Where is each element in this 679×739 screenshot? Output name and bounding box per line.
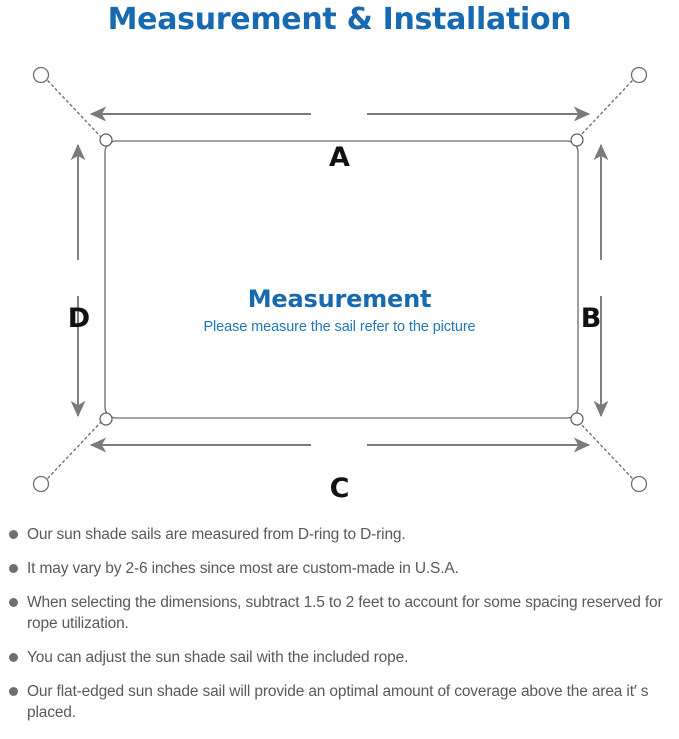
dimension-label-c: C [329,473,350,504]
list-item: You can adjust the sun shade sail with t… [0,647,679,668]
dimension-label-a: A [329,142,350,173]
dimension-label-d: D [67,303,91,334]
anchor-point-top-left [32,66,50,84]
anchor-point-bottom-left [32,475,50,493]
bullet-icon [9,564,18,573]
note-text: When selecting the dimensions, subtract … [27,594,663,632]
rope-line-top-right [578,80,633,138]
note-text: Our sun shade sails are measured from D-… [27,526,406,543]
notes-list: Our sun shade sails are measured from D-… [0,524,679,736]
page-title: Measurement & Installation [107,2,572,37]
d-ring-top-right [570,133,584,147]
anchor-point-top-right [630,66,648,84]
d-ring-bottom-left [99,412,113,426]
anchor-point-bottom-right [630,475,648,493]
note-text: It may vary by 2-6 inches since most are… [27,560,459,577]
d-ring-top-left [99,133,113,147]
rope-line-top-left [47,80,102,138]
list-item: When selecting the dimensions, subtract … [0,592,679,634]
list-item: It may vary by 2-6 inches since most are… [0,558,679,579]
rope-line-bottom-right [578,421,633,479]
bullet-icon [9,598,18,607]
bullet-icon [9,687,18,696]
bullet-icon [9,530,18,539]
list-item: Our sun shade sails are measured from D-… [0,524,679,545]
note-text: You can adjust the sun shade sail with t… [27,649,409,666]
d-ring-bottom-right [570,412,584,426]
dimension-label-b: B [580,303,602,334]
shade-sail-diagram: A B C D Measurement Please measure the s… [0,44,679,514]
bullet-icon [9,653,18,662]
note-text: Our flat-edged sun shade sail will provi… [27,683,649,721]
list-item: Our flat-edged sun shade sail will provi… [0,681,679,723]
sail-body [104,140,579,419]
rope-line-bottom-left [47,421,102,479]
